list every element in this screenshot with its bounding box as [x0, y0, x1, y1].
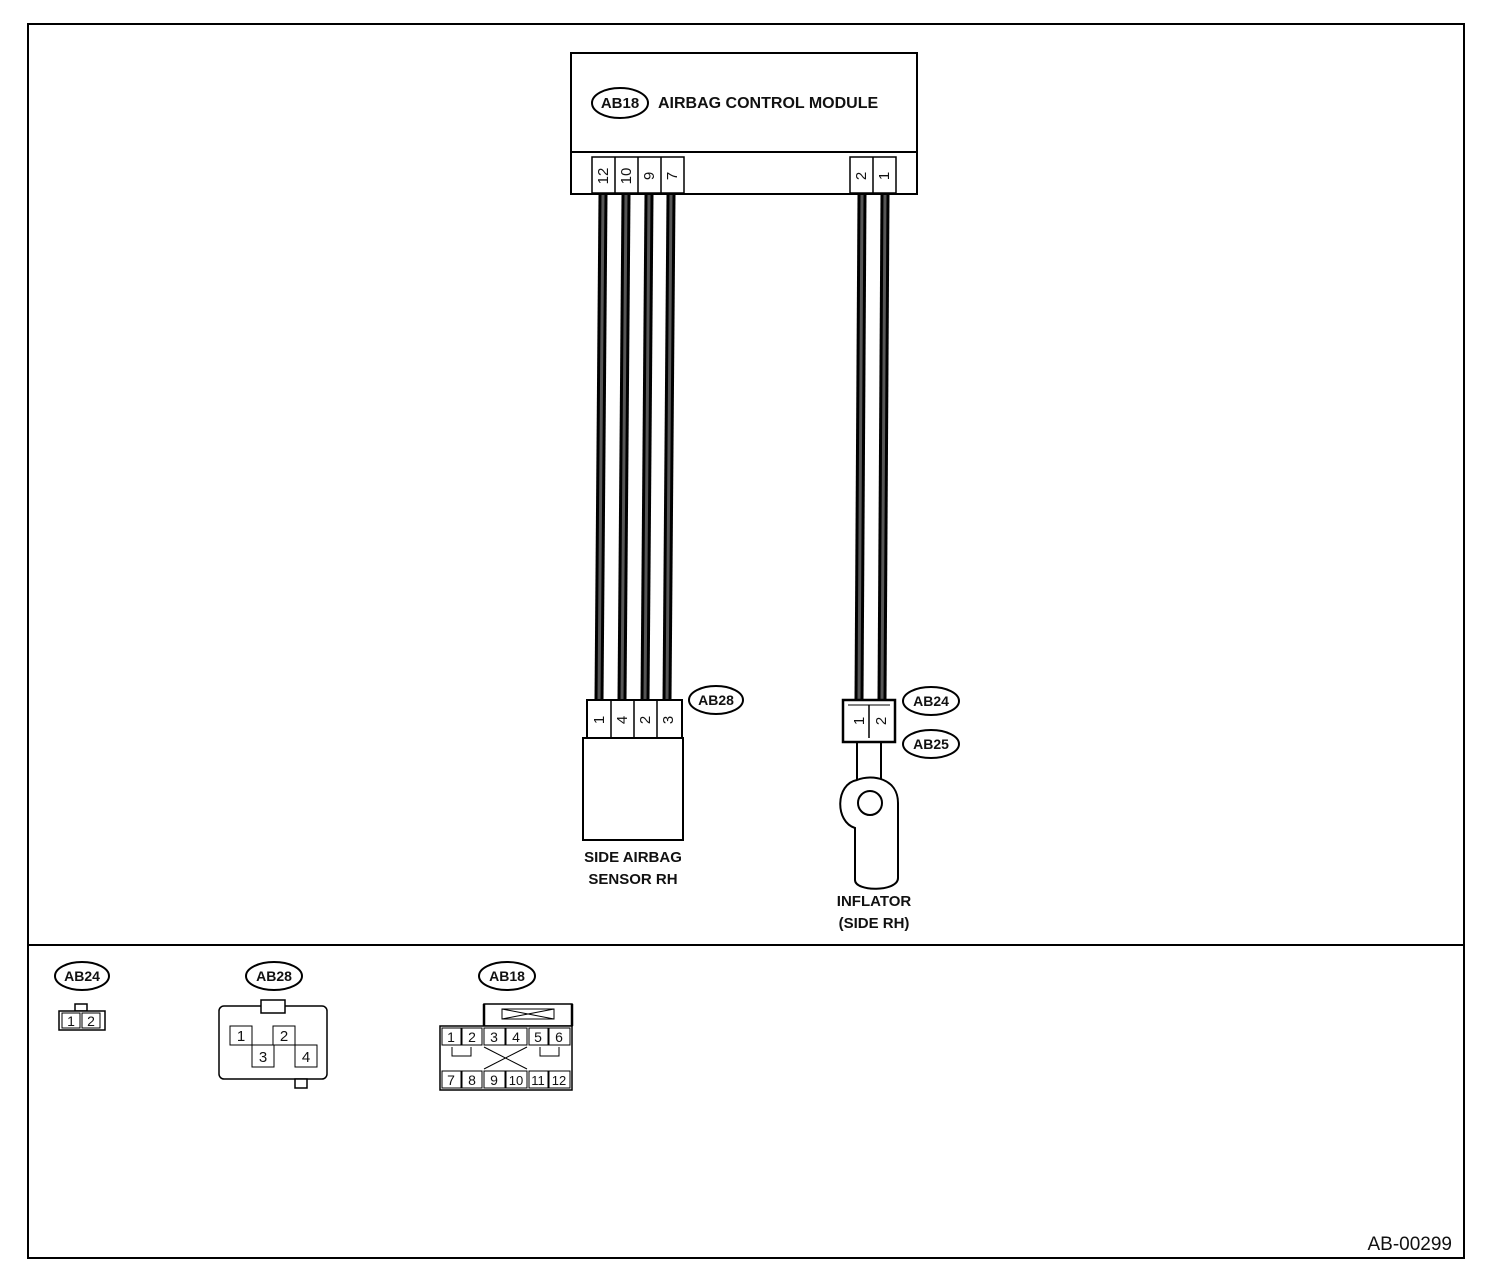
inflator-connector-id-2: AB25: [913, 736, 949, 752]
inflator-ring: [857, 790, 883, 816]
ab28-view-pin-1: 1: [237, 1028, 245, 1045]
side-airbag-sensor: 1 4 2 3 AB28 SIDE AIRBAG SENSOR RH: [582, 685, 744, 888]
outer-frame: [27, 23, 1465, 1259]
ab24-view-pin-1: 1: [67, 1013, 75, 1029]
sensor-body: [582, 737, 684, 841]
ab18-view-badge: [478, 961, 536, 991]
ab24-view-pin-2: 2: [87, 1013, 95, 1029]
ab24-view-badge: [54, 961, 110, 991]
module-pin-2: 2: [853, 172, 870, 180]
sensor-connector-id: AB28: [698, 692, 734, 708]
ab18-view-pin-5: 5: [534, 1029, 542, 1045]
ab18-view-pin-9: 9: [490, 1072, 498, 1088]
ab18-view-pin-8: 8: [468, 1072, 476, 1088]
inflator-pin-1: 1: [851, 717, 868, 725]
module-connector-id-badge: [591, 87, 649, 119]
inflator-label-line2: (SIDE RH): [839, 915, 910, 932]
module-name: AIRBAG CONTROL MODULE: [658, 95, 878, 112]
connector-view-ab24: AB24 1 2: [54, 961, 110, 1031]
ab28-view-pin-4: 4: [302, 1049, 310, 1066]
inflator-label-line1: INFLATOR: [837, 893, 912, 910]
module-pin-1: 1: [876, 172, 893, 180]
ab28-view-id: AB28: [256, 968, 292, 984]
sensor-pin-4: 4: [614, 716, 631, 724]
sensor-pin-1: 1: [591, 716, 608, 724]
ab28-view-pin-2: 2: [280, 1028, 288, 1045]
ab18-view-pin-3: 3: [490, 1029, 498, 1045]
module-pin-7: 7: [664, 172, 681, 180]
wire-harness: [594, 194, 890, 701]
inflator-connector-id-badge-2: [902, 729, 960, 759]
inflator: 1 2 AB24 AB25 INFLATOR (SIDE RH): [837, 686, 960, 932]
sensor-connector-id-badge: [688, 685, 744, 715]
ab18-view-pin-4: 4: [512, 1029, 520, 1045]
sensor-pin-2: 2: [637, 716, 654, 724]
connector-view-ab28: AB28 1 2 3 4: [218, 961, 328, 1089]
ab18-view-pin-6: 6: [555, 1029, 563, 1045]
module-connector-id: AB18: [601, 95, 639, 112]
module-body: [570, 52, 918, 153]
ab18-view-pin-11: 11: [531, 1073, 545, 1088]
ab28-view-badge: [245, 961, 303, 991]
sensor-label-line2: SENSOR RH: [588, 871, 677, 888]
ab18-view-pin-7: 7: [447, 1072, 455, 1088]
airbag-control-module: AB18 AIRBAG CONTROL MODULE 12 10 9 7 2 1: [570, 52, 918, 195]
ab18-view-pin-10: 10: [509, 1073, 523, 1088]
inflator-connector-id-badge-1: [902, 686, 960, 716]
module-pin-10: 10: [618, 168, 635, 185]
inflator-body: [839, 776, 899, 890]
sensor-label-line1: SIDE AIRBAG: [584, 849, 682, 866]
ab24-view-id: AB24: [64, 968, 100, 984]
ab18-view-pin-1: 1: [447, 1029, 455, 1045]
sensor-pin-3: 3: [660, 716, 677, 724]
connector-view-ab18: AB18 1 2 3 4: [439, 961, 574, 1091]
ab18-view-id: AB18: [489, 968, 525, 984]
module-pin-9: 9: [641, 172, 658, 180]
ab28-view-pin-3: 3: [259, 1049, 267, 1066]
ab18-view-pin-2: 2: [468, 1029, 476, 1045]
ab18-view-pin-12: 12: [552, 1073, 566, 1088]
module-pin-12: 12: [595, 168, 612, 185]
figure-reference: AB-00299: [1367, 1234, 1452, 1255]
inflator-pin-2: 2: [873, 717, 890, 725]
inflator-connector-id-1: AB24: [913, 693, 949, 709]
